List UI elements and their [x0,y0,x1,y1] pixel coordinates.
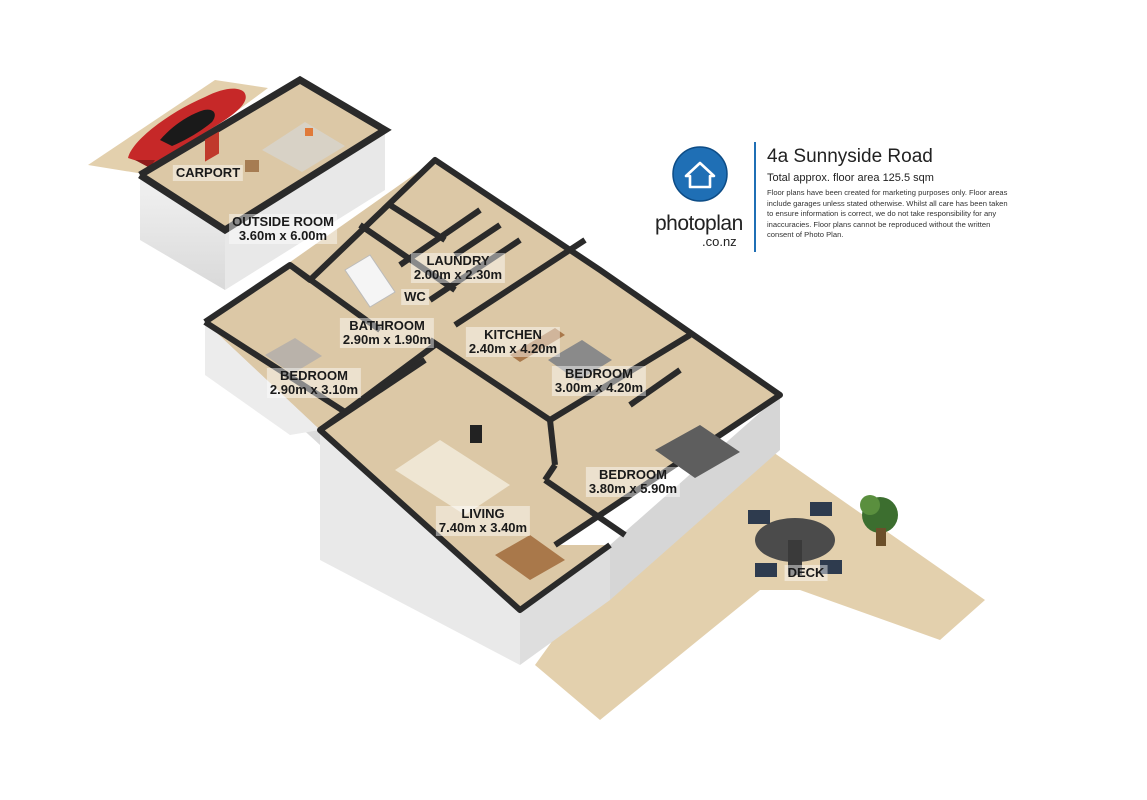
room-label-deck: DECK [784,565,828,581]
house-icon [672,146,728,202]
room-label-bedroom-3: BEDROOM 3.80m x 5.90m [585,467,681,497]
room-label-kitchen: KITCHEN 2.40m x 4.20m [465,327,561,357]
outdoor-table-icon [748,502,842,577]
total-floor-area: Total approx. floor area 125.5 sqm [767,172,934,184]
outside-room-block [138,75,392,290]
bath-icon [344,254,396,308]
room-label-bedroom-2: BEDROOM 3.00m x 4.20m [551,366,647,396]
divider [754,142,756,252]
tv-icon [470,425,482,443]
property-address: 4a Sunnyside Road [767,146,933,167]
bed-medium [548,340,612,381]
dining-table [495,535,565,580]
room-label-outside-room: OUTSIDE ROOM 3.60m x 6.00m [229,214,337,244]
brand-domain: .co.nz [702,234,737,249]
living-rug [395,440,510,515]
disclaimer-text: Floor plans have been created for market… [767,188,1008,240]
wall-lines [203,157,783,613]
room-label-living: LIVING 7.40m x 3.40m [435,506,531,536]
room-label-carport: CARPORT [172,165,244,181]
room-label-bathroom: BATHROOM 2.90m x 1.90m [339,318,435,348]
room-label-bedroom-1: BEDROOM 2.90m x 3.10m [266,368,362,398]
room-label-laundry: LAUNDRY 2.00m x 2.30m [410,253,506,283]
room-label-wc: WC [401,289,429,305]
car-icon [128,88,246,168]
deck-area [535,450,985,720]
bed-large [655,425,740,478]
plant-icon [860,495,898,546]
brand-name: photoplan [655,212,743,235]
bed-small [265,338,322,374]
info-block: photoplan .co.nz 4a Sunnyside Road Total… [652,142,1012,262]
kitchen-bench [510,328,565,362]
